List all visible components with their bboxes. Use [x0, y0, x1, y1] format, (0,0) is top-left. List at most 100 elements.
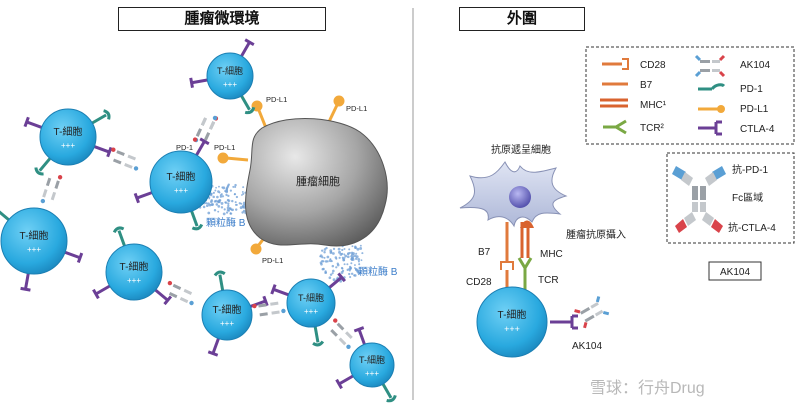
ctla-4-head	[76, 252, 84, 263]
granzyme-b-label-2: 顆粒酶 B	[358, 265, 398, 278]
granzyme-dot	[321, 249, 324, 252]
receptor-stem	[191, 78, 208, 85]
granzyme-dot	[230, 212, 233, 215]
t-cell-body	[39, 108, 97, 166]
t-cells: T-細胞+++T-細胞+++T-細胞+++T-細胞+++T-細胞+++T-細胞+…	[0, 52, 395, 388]
receptor-stem	[38, 157, 52, 172]
t-cell-plus: +++	[127, 276, 141, 285]
granzyme-dot	[221, 195, 225, 198]
watermark: 雪球：行舟Drug	[590, 379, 705, 397]
b7-label: B7	[478, 247, 491, 258]
ctla-4-head	[189, 77, 194, 88]
granzyme-dot	[242, 192, 245, 195]
granzyme-dot	[319, 255, 322, 258]
granzyme-dot	[336, 262, 339, 265]
granzyme-dot	[212, 191, 215, 194]
granzyme-dot	[213, 209, 217, 212]
granzyme-dot	[233, 192, 237, 196]
receptor-stem	[26, 120, 43, 129]
peripheral-t-cell-label: T-細胞	[498, 308, 527, 321]
receptor-stem	[64, 250, 81, 260]
granzyme-dot	[220, 202, 224, 205]
legend-label-ctla-4: CTLA-4	[740, 124, 775, 135]
antibody-bridge	[40, 175, 63, 204]
ctla-4-head	[207, 350, 219, 357]
ctla-4-head	[20, 286, 31, 292]
ctla-4-head	[262, 295, 269, 307]
t-cell-plus: +++	[304, 307, 318, 316]
granzyme-dot	[239, 206, 243, 210]
t-cell-label: T-細胞	[120, 260, 149, 273]
pd-1-head	[244, 106, 256, 115]
granzyme-dot	[354, 246, 357, 250]
t-cell-body	[0, 207, 68, 275]
ctla-4-head	[133, 192, 140, 204]
granzyme-dot	[351, 245, 354, 248]
receptor-stem	[240, 41, 251, 57]
t-cell-label: T-細胞	[298, 292, 324, 303]
ctla-4-head	[106, 146, 113, 158]
antibody-bridge	[252, 301, 286, 317]
t-cell-plus: +++	[27, 245, 41, 254]
granzyme-dot	[349, 275, 352, 279]
granzyme-dot	[331, 272, 334, 275]
granzyme-dot	[324, 260, 328, 263]
ctla-4-head	[353, 326, 365, 333]
granzyme-dot	[209, 193, 213, 197]
granzyme-dot	[220, 206, 224, 209]
peripheral-t-cell	[476, 286, 578, 358]
granzyme-dot	[242, 201, 246, 205]
granzyme-dot	[338, 250, 341, 254]
ctla-4-head	[270, 284, 277, 295]
pd-1-head	[112, 226, 125, 234]
receptor-stem	[154, 288, 169, 302]
mhc-label: MHC	[540, 249, 563, 260]
granzyme-dot	[355, 252, 358, 255]
granzyme-dot	[217, 210, 220, 213]
receptor-stem	[95, 284, 111, 296]
granzyme-dot	[359, 244, 362, 247]
receptor-stem	[357, 328, 366, 345]
apc-receptors	[500, 220, 534, 296]
ctla-4-head	[337, 272, 347, 283]
receptor-stem	[381, 383, 393, 399]
granzyme-dot	[335, 266, 338, 269]
ak104-label: AK104	[572, 341, 602, 352]
pd-l1-label-3: PD-L1	[214, 143, 235, 152]
granzyme-dot	[328, 276, 332, 280]
pd-l1-label-4: PD-L1	[262, 256, 283, 265]
granzyme-dot	[215, 203, 219, 206]
granzyme-dot	[325, 246, 328, 250]
t-cell-body	[105, 243, 163, 301]
anti-ctla-4-label: 抗-CTLA-4	[728, 221, 776, 234]
t-cell-label: T-細胞	[359, 354, 385, 365]
granzyme-dot	[219, 195, 223, 198]
legend-label-ak104: AK104	[740, 60, 770, 71]
receptor-stem	[195, 140, 206, 156]
granzyme-dot	[353, 274, 356, 277]
receptor-stem	[0, 210, 10, 221]
granzyme-dot	[207, 211, 211, 215]
receptor-stem	[117, 230, 126, 247]
granzyme-dot	[225, 211, 229, 214]
granzyme-dot	[242, 186, 245, 189]
pd-l1-label-2: PD-L1	[346, 104, 367, 113]
granzyme-dot	[348, 272, 351, 276]
granzyme-dot	[222, 212, 226, 216]
granzyme-dot	[208, 203, 212, 207]
granzyme-dot	[227, 204, 230, 207]
ak104-caption: AK104	[720, 267, 750, 278]
granzyme-dot	[346, 263, 349, 266]
receptor-stem	[211, 337, 220, 355]
granzyme-dot	[240, 194, 243, 196]
t-cell-label: T-細胞	[20, 229, 49, 242]
granzyme-dot	[350, 272, 354, 276]
granzyme-dot	[353, 254, 357, 258]
cd28-label: CD28	[466, 277, 492, 288]
granzyme-dot	[323, 250, 326, 254]
granzyme-dot	[339, 279, 342, 283]
granzyme-dot	[361, 252, 364, 255]
granzyme-dot	[225, 193, 228, 197]
granzyme-dot	[224, 190, 226, 192]
t-cell-label: T-細胞	[54, 125, 83, 138]
